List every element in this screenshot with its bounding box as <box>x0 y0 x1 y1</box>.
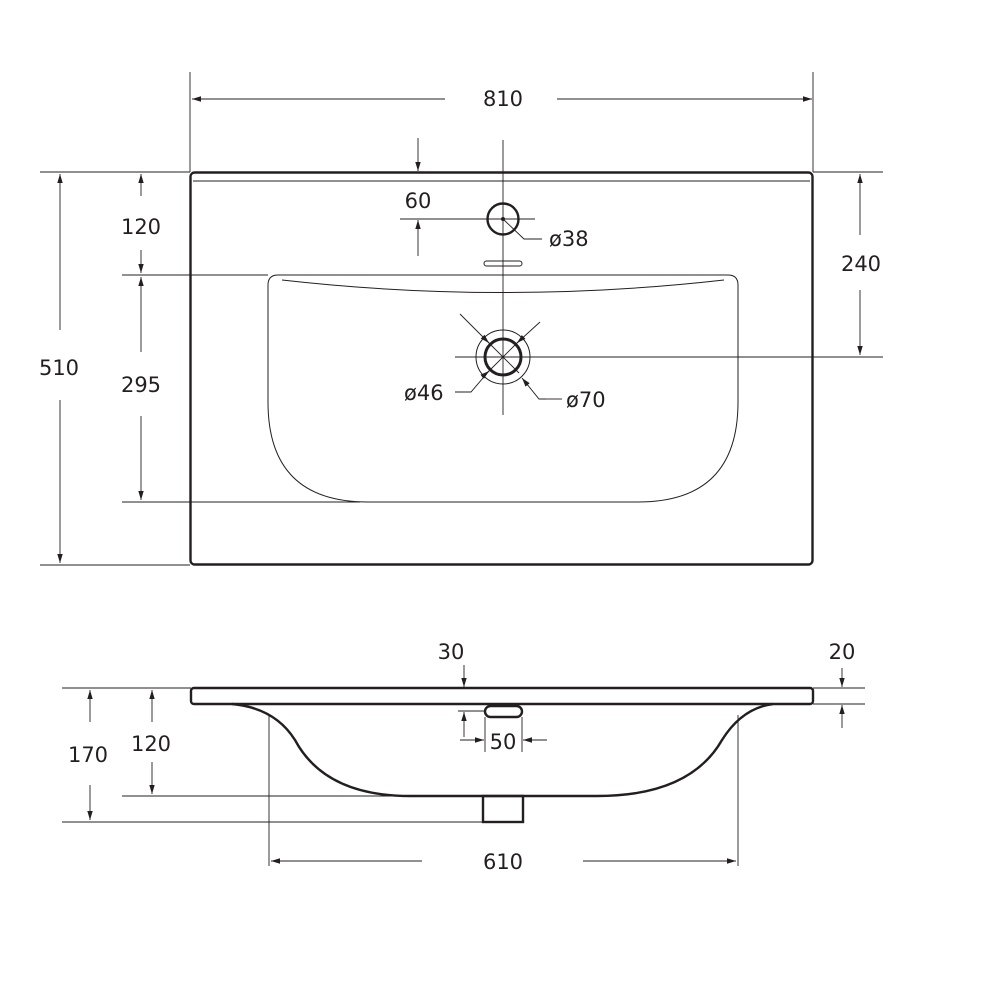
basin-outline <box>189 171 814 566</box>
dim-slab-20: 20 <box>829 640 856 664</box>
leader-line <box>455 370 490 393</box>
dim-bowl-height-120: 120 <box>131 732 171 756</box>
dim-drain-240: 240 <box>841 252 881 276</box>
dim-taphole-diameter: ø38 <box>549 227 589 251</box>
drain-outlet <box>481 794 525 824</box>
dim-taphole-60: 60 <box>405 189 432 213</box>
dim-drain-outer-diameter: ø70 <box>566 388 606 412</box>
overflow-slot-side <box>483 704 524 719</box>
dim-bowl-295: 295 <box>121 373 161 397</box>
dim-width-810: 810 <box>483 87 523 111</box>
top-view: 810 510 120 295 240 60 ø38 ø46 <box>39 72 883 566</box>
leader-line <box>521 377 546 400</box>
arrow <box>480 370 490 379</box>
leader-line <box>502 218 542 240</box>
dimension-line <box>459 313 490 344</box>
side-view: 170 120 610 30 20 50 <box>62 640 865 874</box>
dim-height-170: 170 <box>68 743 108 767</box>
dim-rim-120: 120 <box>121 215 161 239</box>
bowl-profile <box>231 702 774 798</box>
dimension-line <box>516 321 541 344</box>
bowl-outline <box>267 274 739 503</box>
dim-drain-inner-diameter: ø46 <box>404 381 444 405</box>
basin-slab <box>189 686 815 706</box>
dim-bowl-width-610: 610 <box>483 850 523 874</box>
dim-overflow-50: 50 <box>490 730 517 754</box>
drain-cross <box>486 340 520 374</box>
dim-overflow-30: 30 <box>438 640 465 664</box>
dim-depth-510: 510 <box>39 356 79 380</box>
